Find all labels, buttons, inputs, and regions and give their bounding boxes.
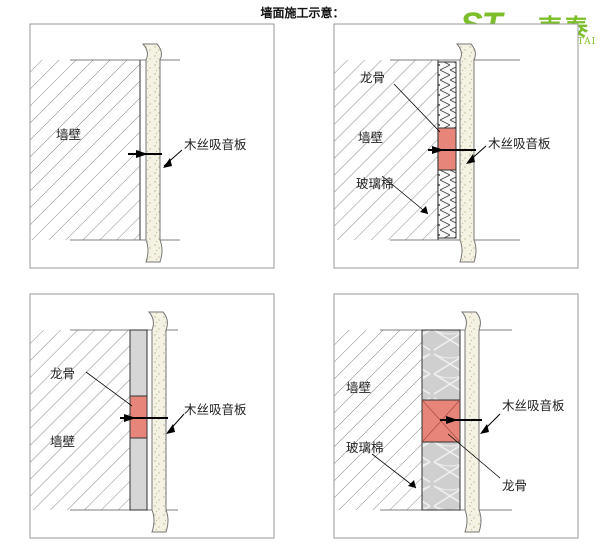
arrow-icon bbox=[466, 154, 475, 164]
label-glass-wool: 玻璃棉 bbox=[346, 440, 384, 455]
screw-icon bbox=[446, 416, 458, 424]
screw-icon bbox=[432, 146, 444, 154]
panel-3: 龙骨 木丝吸音板 墙壁 bbox=[29, 293, 275, 539]
label-glass-wool: 玻璃棉 bbox=[356, 176, 394, 191]
label-panel: 木丝吸音板 bbox=[502, 398, 565, 413]
acoustic-board bbox=[147, 311, 169, 533]
label-keel: 龙骨 bbox=[360, 70, 385, 85]
arrow-icon bbox=[166, 424, 175, 434]
screw-icon bbox=[136, 150, 148, 158]
wall-hatch bbox=[334, 60, 438, 240]
wall-hatch bbox=[30, 60, 140, 240]
wall-hatch bbox=[334, 330, 422, 510]
panel-1: 墙壁 木丝吸音板 bbox=[29, 23, 275, 269]
label-wall: 墙壁 bbox=[56, 127, 81, 142]
panel-4: 墙壁 木丝吸音板 玻璃棉 龙骨 bbox=[333, 293, 579, 539]
label-panel: 木丝吸音板 bbox=[488, 136, 551, 151]
wall-hatch bbox=[30, 330, 130, 510]
label-panel: 木丝吸音板 bbox=[184, 402, 247, 417]
label-wall: 墙壁 bbox=[358, 130, 383, 145]
label-keel: 龙骨 bbox=[50, 366, 75, 381]
acoustic-board bbox=[455, 43, 477, 263]
label-panel: 木丝吸音板 bbox=[184, 137, 247, 152]
label-wall: 墙壁 bbox=[346, 380, 371, 395]
acoustic-board bbox=[460, 311, 482, 533]
panel-2: 龙骨 墙壁 木丝吸音板 玻璃棉 bbox=[333, 23, 579, 269]
label-wall: 墙壁 bbox=[50, 434, 75, 449]
label-keel: 龙骨 bbox=[502, 478, 527, 493]
arrow-icon bbox=[480, 424, 489, 434]
arrow-icon bbox=[163, 158, 172, 168]
screw-icon bbox=[124, 414, 136, 422]
page-title: 墙面施工示意： bbox=[260, 6, 345, 20]
